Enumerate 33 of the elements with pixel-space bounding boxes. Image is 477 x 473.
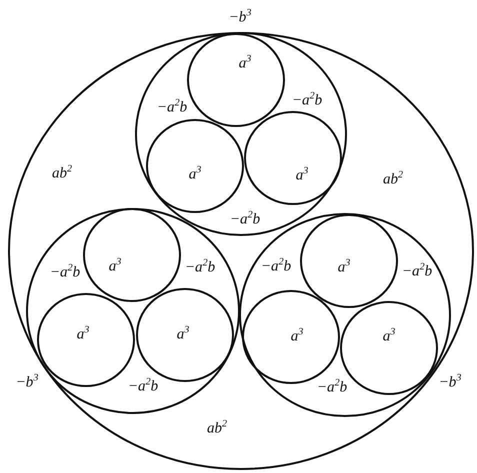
term-label: a$^{3}$ xyxy=(176,328,190,342)
term-label: −a$^{2}$b xyxy=(156,100,188,116)
term-label: a$^{3}$ xyxy=(296,168,308,184)
term-label: −a$^{2}$b xyxy=(260,260,292,274)
term-label: −a$^{2}$b xyxy=(184,260,216,276)
term-label: −a$^{2}$b xyxy=(230,212,260,228)
term-label: −a$^{2}$b xyxy=(292,94,322,108)
term-label: a$^{3}$ xyxy=(290,330,304,344)
small-circle xyxy=(146,119,244,213)
term-label: −b$^{3}$ xyxy=(16,376,38,390)
term-label: a$^{3}$ xyxy=(238,56,252,72)
term-label: −b$^{3}$ xyxy=(228,10,252,26)
term-label: −a$^{2}$b xyxy=(128,380,158,394)
term-label: ab$^{2}$ xyxy=(52,166,72,182)
term-label: a$^{3}$ xyxy=(382,330,396,344)
term-label: a$^{3}$ xyxy=(76,328,90,342)
small-circle xyxy=(187,33,285,127)
term-label: ab$^{2}$ xyxy=(383,172,403,188)
small-circle xyxy=(242,290,340,384)
outer-circle xyxy=(8,32,474,470)
term-label: a$^{3}$ xyxy=(188,168,202,182)
middle-circle xyxy=(135,32,347,236)
term-label: −a$^{2}$b xyxy=(402,264,432,280)
term-label: −a$^{2}$b xyxy=(316,380,348,396)
small-circle xyxy=(83,208,181,302)
small-circle xyxy=(300,214,398,308)
term-label: −b$^{3}$ xyxy=(438,376,462,390)
small-circle xyxy=(244,111,342,205)
term-label: a$^{3}$ xyxy=(108,260,122,274)
term-label: a$^{3}$ xyxy=(338,260,350,276)
term-label: −a$^{2}$b xyxy=(50,266,80,280)
small-circle xyxy=(340,301,438,395)
term-label: ab$^{2}$ xyxy=(207,422,227,436)
